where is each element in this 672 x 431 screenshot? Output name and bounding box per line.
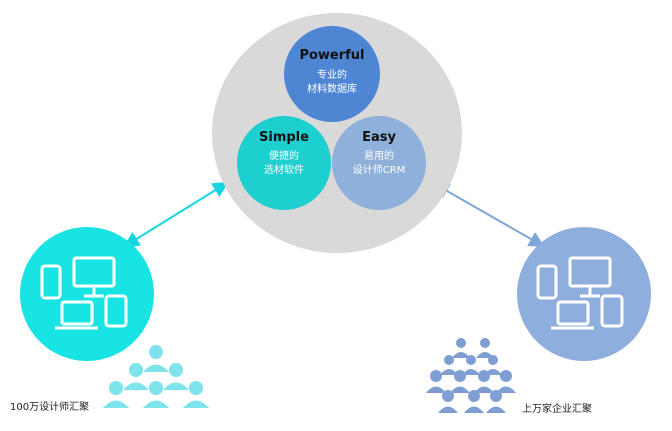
powerful-title: Powerful [299, 48, 365, 63]
right-connector-arrow [433, 183, 545, 247]
simple-line2: 选材软件 [264, 165, 304, 176]
powerful-line1: 专业的 [317, 70, 347, 81]
easy-line1: 易用的 [364, 151, 394, 162]
simple-bubble: Simple 便捷的 选材软件 [237, 116, 331, 210]
easy-bubble: Easy 易用的 设计师CRM [332, 116, 426, 210]
simple-line1: 便捷的 [269, 151, 299, 162]
right-devices-icon [536, 256, 624, 330]
left-caption: 100万设计师汇聚 [10, 402, 90, 413]
powerful-bubble: Powerful 专业的 材料数据库 [284, 26, 380, 122]
powerful-line2: 材料数据库 [307, 84, 357, 95]
left-connector-arrow [123, 181, 229, 248]
right-caption: 上万家企业汇聚 [522, 404, 592, 415]
easy-title: Easy [362, 130, 396, 145]
simple-title: Simple [259, 130, 309, 145]
easy-line2: 设计师CRM [352, 165, 406, 176]
left-devices-icon [40, 256, 128, 330]
